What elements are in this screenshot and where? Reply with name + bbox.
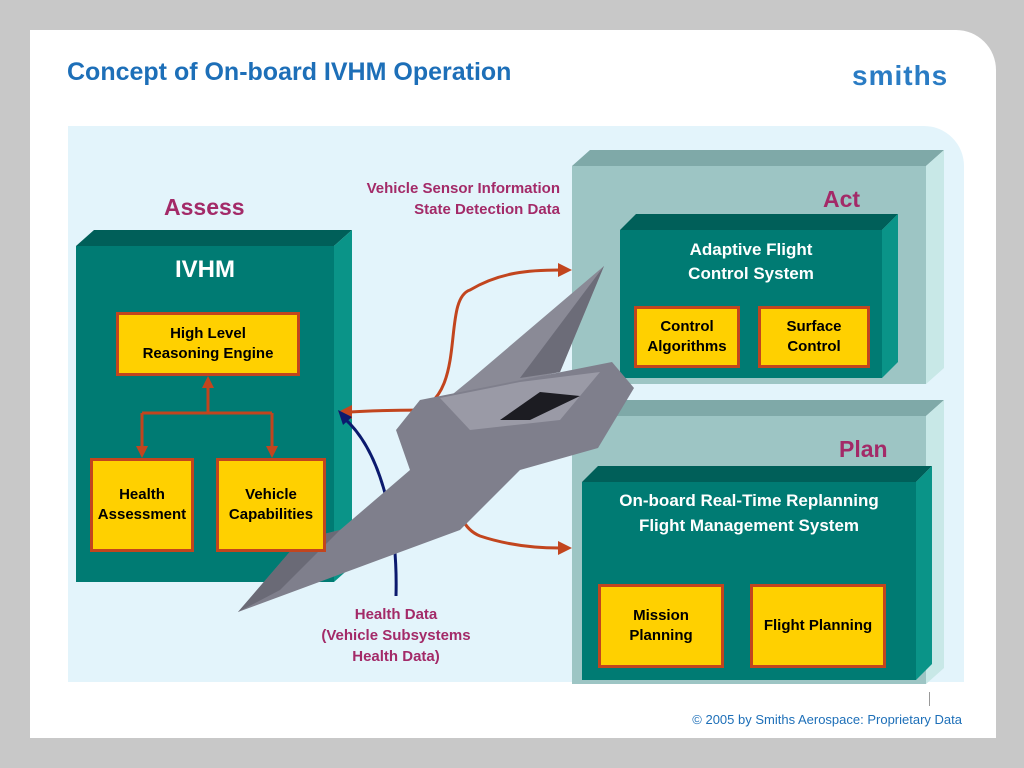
mission-planning-box: Mission Planning	[598, 584, 724, 668]
plan-label: Plan	[839, 436, 888, 462]
divider	[929, 692, 930, 706]
arrowhead-health	[136, 446, 148, 458]
vehicle-capabilities-box: Vehicle Capabilities	[216, 458, 326, 552]
arrow-to-act	[411, 268, 561, 414]
uav-aircraft-icon	[238, 266, 634, 612]
arrowhead-capabilities	[266, 446, 278, 458]
health-data-caption: Health Data (Vehicle Subsystems Health D…	[321, 606, 471, 665]
sensor-info-caption: Vehicle Sensor Information State Detecti…	[366, 180, 560, 218]
smiths-logo: smiths	[852, 60, 949, 91]
copyright-footer: © 2005 by Smiths Aerospace: Proprietary …	[692, 712, 962, 727]
act-label: Act	[823, 186, 861, 212]
assess-label: Assess	[164, 194, 245, 220]
control-algorithms-box: Control Algorithms	[634, 306, 740, 368]
adaptive-control-title: Adaptive Flight Control System	[688, 240, 814, 283]
reasoning-engine-box: High Level Reasoning Engine	[116, 312, 300, 376]
health-assessment-box: Health Assessment	[90, 458, 194, 552]
health-data-arrowhead	[338, 410, 352, 425]
arrow-to-act-head	[558, 263, 572, 277]
arrowhead-up	[202, 376, 214, 388]
ivhm-connectors	[140, 386, 274, 450]
page-title: Concept of On-board IVHM Operation	[67, 58, 512, 86]
ivhm-title: IVHM	[175, 256, 235, 283]
replanning-title: On-board Real-Time Replanning Flight Man…	[619, 491, 879, 535]
arrow-to-plan-head	[558, 541, 572, 555]
flight-planning-box: Flight Planning	[750, 584, 886, 668]
surface-control-box: Surface Control	[758, 306, 870, 368]
health-data-arrow	[343, 416, 398, 597]
